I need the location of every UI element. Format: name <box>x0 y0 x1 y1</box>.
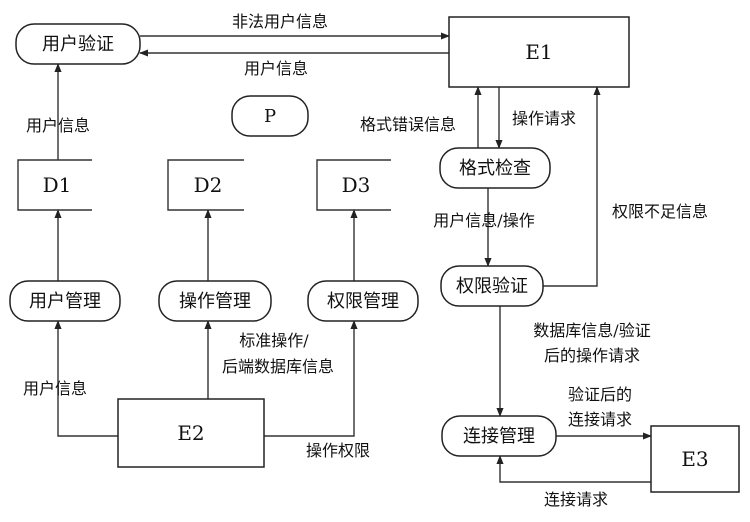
process-user-verify-label: 用户验证 <box>42 34 114 55</box>
entity-e2-label: E2 <box>177 421 204 445</box>
process-connection-manage: 连接管理 <box>441 415 557 457</box>
label-insufficient-permission: 权限不足信息 <box>612 202 708 221</box>
store-d1-label: D1 <box>43 173 72 197</box>
label-std-op-line2: 后端数据库信息 <box>222 357 334 376</box>
entity-e3-label: E3 <box>681 447 708 471</box>
process-user-manage: 用户管理 <box>9 280 121 322</box>
entity-e1: E1 <box>448 16 630 88</box>
process-placeholder-p: P <box>231 95 309 137</box>
entity-e3: E3 <box>650 425 740 493</box>
process-placeholder-p-label: P <box>264 106 276 127</box>
label-user-info-op: 用户信息/操作 <box>433 211 534 230</box>
process-format-check-label: 格式检查 <box>459 158 531 179</box>
flow-e3-conn-request <box>496 455 651 483</box>
process-permission-verify: 权限验证 <box>440 265 544 307</box>
label-verified-conn-line1: 验证后的 <box>568 385 632 404</box>
process-permission-manage-label: 权限管理 <box>327 291 399 312</box>
label-conn-request: 连接请求 <box>544 490 608 509</box>
label-illegal-user-info: 非法用户信息 <box>232 12 328 31</box>
label-std-op-line1: 标准操作/ <box>239 331 309 350</box>
store-d2: D2 <box>167 159 244 211</box>
label-verified-conn-line2: 连接请求 <box>568 410 632 429</box>
process-format-check: 格式检查 <box>439 147 551 189</box>
store-d2-label: D2 <box>194 173 223 197</box>
flow-e2-to-user-manage <box>54 320 118 437</box>
label-format-error: 格式错误信息 <box>360 115 456 134</box>
entity-e2: E2 <box>117 398 265 468</box>
label-op-request: 操作请求 <box>512 109 576 128</box>
process-permission-manage: 权限管理 <box>307 280 419 322</box>
label-db-info-line1: 数据库信息/验证 <box>533 321 650 340</box>
flow-e2-to-perm-manage <box>264 320 358 437</box>
flow-insufficient-permission <box>543 86 601 287</box>
label-op-permission: 操作权限 <box>306 441 370 460</box>
process-operation-manage: 操作管理 <box>158 280 272 322</box>
label-user-info-e2: 用户信息 <box>23 379 87 398</box>
label-db-info-line2: 后的操作请求 <box>544 346 640 365</box>
store-d3: D3 <box>316 159 391 211</box>
process-user-verify: 用户验证 <box>15 23 141 65</box>
store-d3-label: D3 <box>342 173 371 197</box>
label-user-info-d1: 用户信息 <box>26 116 90 135</box>
label-user-info-to-verify: 用户信息 <box>244 59 308 78</box>
process-permission-verify-label: 权限验证 <box>456 276 528 297</box>
process-operation-manage-label: 操作管理 <box>179 291 251 312</box>
process-user-manage-label: 用户管理 <box>29 291 101 312</box>
process-connection-manage-label: 连接管理 <box>463 426 535 447</box>
entity-e1-label: E1 <box>525 40 552 64</box>
store-d1: D1 <box>17 159 92 211</box>
